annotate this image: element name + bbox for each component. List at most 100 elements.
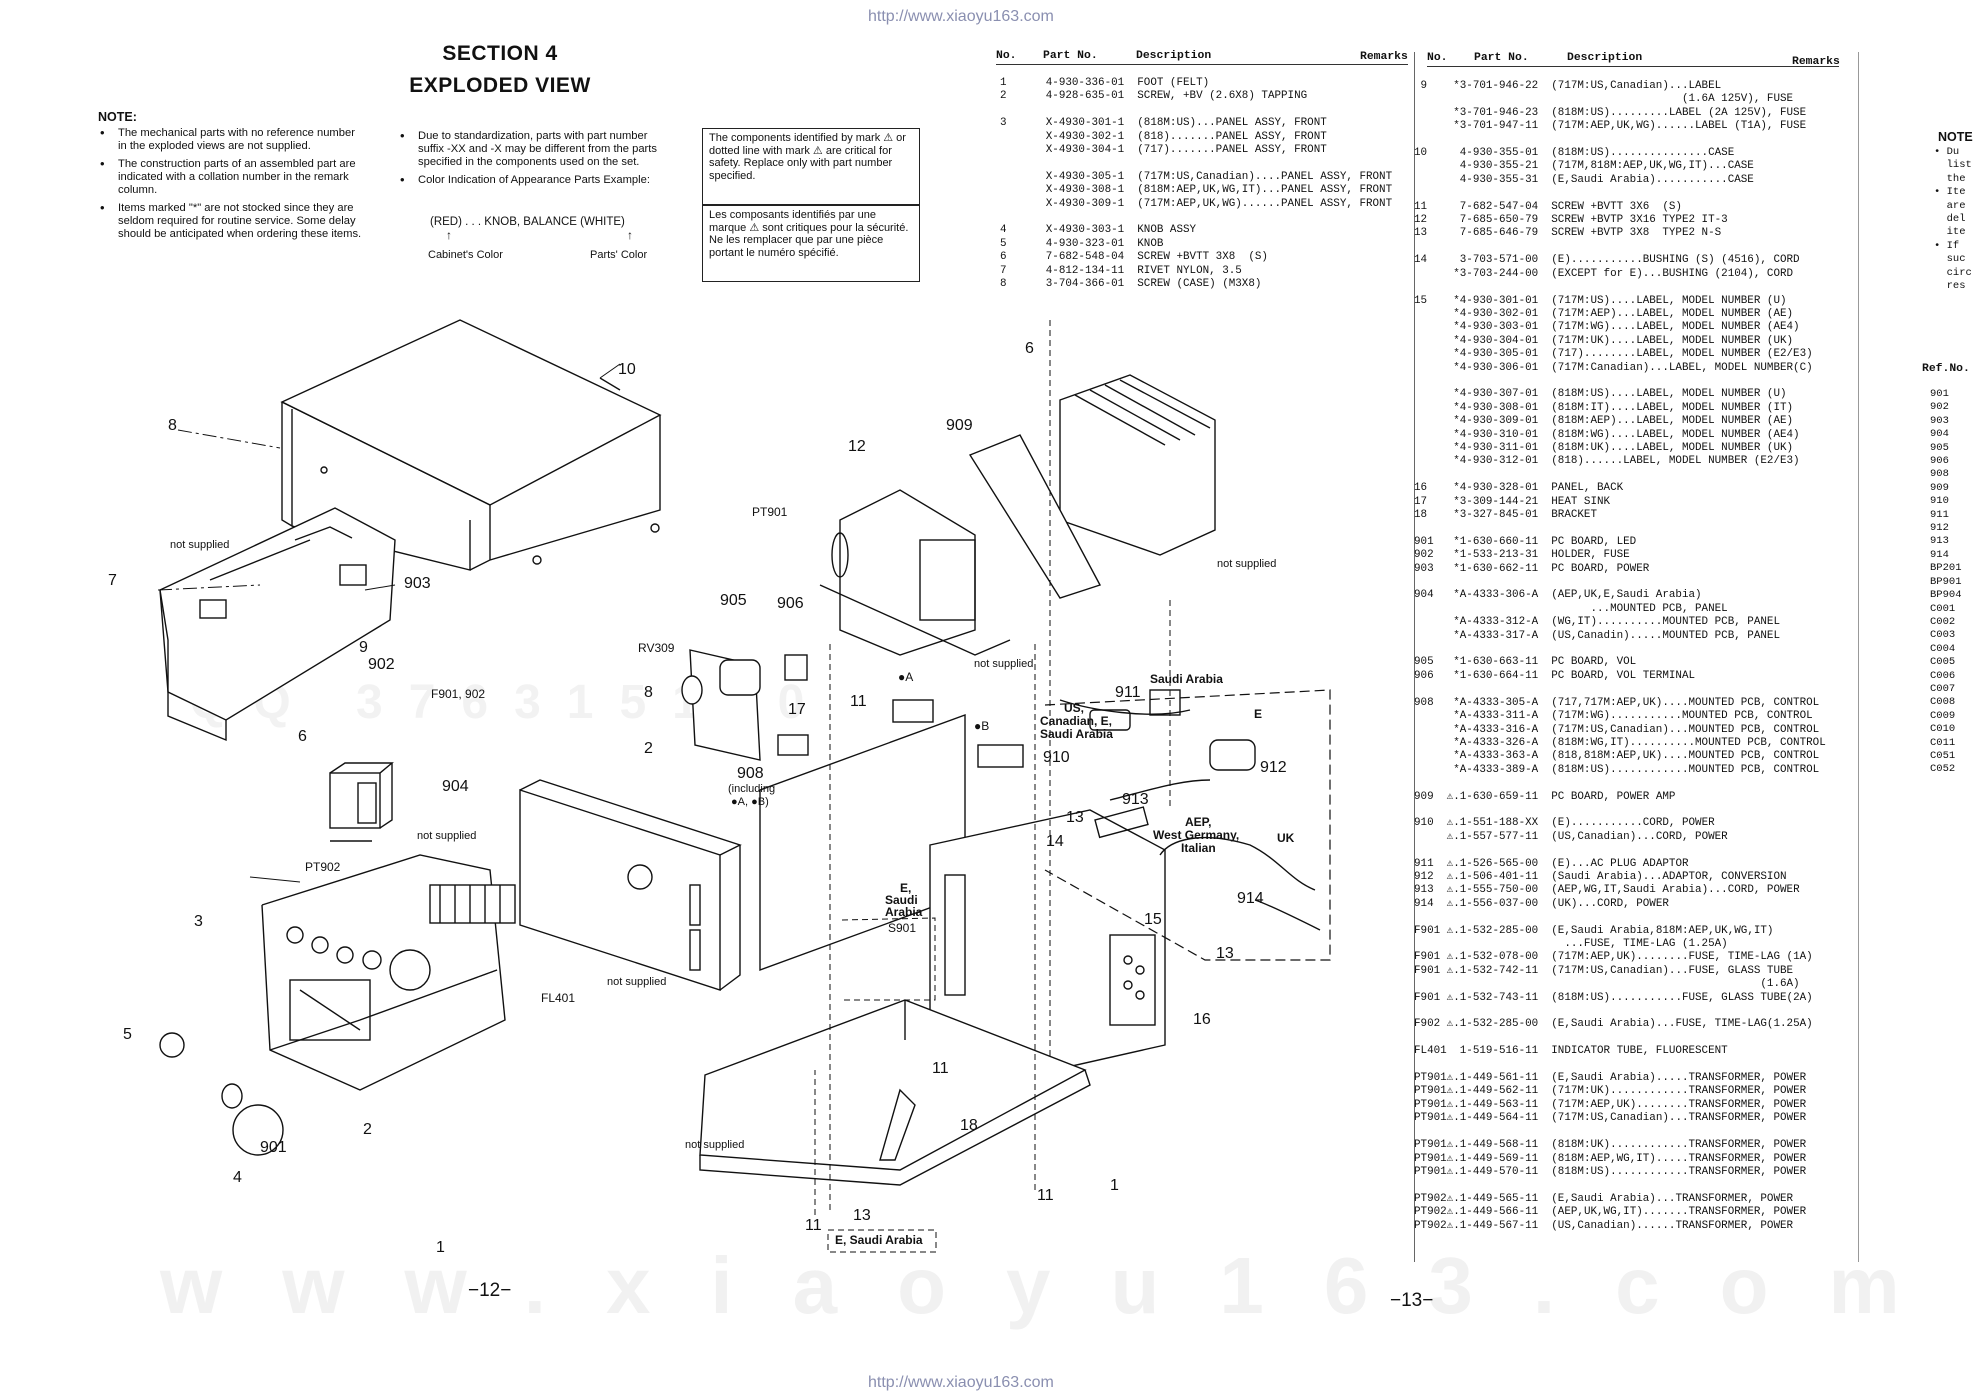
callout-3: 3 [194, 913, 203, 930]
next-page-ref-header: Ref.No. [1922, 363, 1970, 375]
next-page-ref: C004 [1930, 642, 1956, 655]
next-page-ref: 904 [1930, 428, 1949, 441]
parts-row: 909 ⚠.1-630-659-11 PC BOARD, POWER AMP [1414, 790, 1676, 803]
parts-color-label: Parts' Color [590, 249, 648, 261]
parts-row: *A-4333-316-A (717M:US,Canadian)...MOUNT… [1414, 723, 1820, 736]
parts-row [1414, 1179, 1854, 1192]
parts-row: X-4930-309-1 (717M:AEP,UK,WG)......PANEL… [1000, 197, 1393, 210]
parts-row: 914 ⚠.1-556-037-00 (UK)...CORD, POWER [1414, 897, 1669, 910]
parts-row: ...MOUNTED PCB, PANEL [1414, 602, 1728, 615]
notes-list-1: The mechanical parts with no reference n… [98, 126, 362, 246]
callout-11: 11 [850, 693, 867, 710]
region-uk: UK [1277, 831, 1295, 845]
footer-url[interactable]: http://www.xiaoyu163.com [868, 1374, 1054, 1391]
parts-row: *3-703-244-00 (EXCEPT for E)...BUSHING (… [1414, 267, 1794, 280]
callout-13c: 13 [853, 1207, 871, 1224]
parts-row: PT901⚠.1-449-562-11 (717M:UK)...........… [1414, 1085, 1807, 1098]
parts-row: 16 *4-930-328-01 PANEL, BACK [1414, 482, 1624, 495]
not-supplied-note: not supplied [685, 1139, 744, 1151]
callout-1: 1 [436, 1239, 445, 1256]
parts-row: 12 7-685-650-79 SCREW +BVTP 3X16 TYPE2 I… [1414, 214, 1728, 227]
callout-b: ●B [974, 719, 989, 733]
next-page-note-line: the [1934, 172, 1966, 185]
parts-row: *4-930-303-01 (717M:WG)....LABEL, MODEL … [1414, 321, 1800, 334]
callout-5: 5 [123, 1026, 132, 1043]
callout-909: 909 [946, 417, 973, 434]
notes-list-2: Due to standardization, parts with part … [398, 129, 660, 192]
parts-row [1414, 281, 1854, 294]
region-e: E [1254, 707, 1262, 721]
next-page-ref: 911 [1930, 508, 1949, 521]
next-page-ref: BP901 [1930, 575, 1962, 588]
next-page-ref: C051 [1930, 749, 1956, 762]
parts-row: 1 4-930-336-01 FOOT (FELT) [1000, 77, 1210, 89]
column-divider [1414, 52, 1415, 1262]
callout-fl401: FL401 [541, 991, 575, 1005]
bottom-chassis-part [699, 999, 1091, 1186]
note-label: NOTE: [98, 110, 137, 124]
power-board-part [159, 507, 396, 742]
parts-row: *A-4333-389-A (818M:US)............MOUNT… [1414, 763, 1820, 776]
parts-row: *4-930-311-01 (818M:UK)....LABEL, MODEL … [1414, 441, 1794, 454]
parts-row: 15 *4-930-301-01 (717M:US)....LABEL, MOD… [1414, 294, 1787, 307]
parts-row: *A-4333-317-A (US,Canadin).....MOUNTED P… [1414, 629, 1780, 642]
parts-row [1414, 241, 1854, 254]
parts-row: X-4930-304-1 (717).......PANEL ASSY, FRO… [1000, 144, 1327, 157]
next-page-ref: C005 [1930, 656, 1956, 669]
next-page-ref: C010 [1930, 723, 1956, 736]
callout-a: ●A [898, 670, 913, 684]
callout-902: 902 [368, 656, 395, 673]
parts-row: *4-930-310-01 (818M:WG)....LABEL, MODEL … [1414, 428, 1800, 441]
column-header-part-no: Part No. [1043, 50, 1098, 62]
parts-row: X-4930-302-1 (818).......PANEL ASSY, FRO… [1000, 130, 1327, 143]
parts-row [1414, 643, 1854, 656]
column-header-no: No. [996, 50, 1017, 62]
callout-8: 8 [168, 417, 177, 434]
parts-row: 904 *A-4333-306-A (AEP,UK,E,Saudi Arabia… [1414, 589, 1702, 602]
parts-row [1414, 683, 1854, 696]
next-page-ref: 905 [1930, 441, 1949, 454]
column-header-description: Description [1136, 50, 1212, 62]
region-e-saudi-bottom: E, Saudi Arabia [835, 1233, 923, 1247]
parts-row: *4-930-304-01 (717M:UK)....LABEL, MODEL … [1414, 334, 1794, 347]
parts-row: 3 X-4930-301-1 (818M:US)...PANEL ASSY, F… [1000, 117, 1327, 130]
parts-row [1000, 211, 1410, 224]
parts-row: 905 *1-630-663-11 PC BOARD, VOL [1414, 656, 1637, 669]
parts-row: *A-4333-311-A (717M:WG)...........MOUNTE… [1414, 710, 1813, 723]
next-page-ref: C008 [1930, 696, 1956, 709]
parts-row: *A-4333-363-A (818,818M:AEP,UK)....MOUNT… [1414, 750, 1820, 763]
region-us: US, [1064, 701, 1084, 715]
parts-row: *4-930-302-01 (717M:AEP)...LABEL, MODEL … [1414, 307, 1794, 320]
page-title: EXPLODED VIEW [409, 74, 591, 97]
parts-row [1414, 576, 1854, 589]
parts-row: PT901⚠.1-449-568-11 (818M:UK)...........… [1414, 1139, 1807, 1152]
parts-row: (1.6A 125V), FUSE [1414, 93, 1794, 106]
parts-row: 13 7-685-646-79 SCREW +BVTP 3X8 TYPE2 N-… [1414, 227, 1722, 240]
parts-row [1414, 804, 1854, 817]
callout-15: 15 [1144, 911, 1162, 928]
parts-row: 8 3-704-366-01 SCREW (CASE) (M3X8) [1000, 278, 1262, 291]
callout-903: 903 [404, 575, 431, 592]
callout-9: 9 [359, 639, 368, 656]
next-page-ref: C002 [1930, 615, 1956, 628]
parts-row [1000, 157, 1410, 170]
callout-6: 6 [298, 728, 307, 745]
parts-row: F901 ⚠.1-532-078-00 (717M:AEP,UK).......… [1414, 951, 1813, 964]
note-item: Due to standardization, parts with part … [398, 129, 660, 169]
callout-f901: F901, 902 [431, 687, 485, 701]
callout-13b: 13 [1216, 945, 1234, 962]
parts-row: F901 ⚠.1-532-742-11 (717M:US,Canadian)..… [1414, 964, 1794, 977]
watermark-bottom: www.xiaoyu163.com [160, 1241, 1960, 1330]
header-url[interactable]: http://www.xiaoyu163.com [868, 8, 1054, 25]
parts-row [1000, 104, 1410, 117]
region-saudi: Saudi Arabia [1150, 672, 1223, 686]
next-page-note-line: del [1934, 213, 1966, 226]
callout-13: 13 [1066, 809, 1084, 826]
region-aep: AEP, [1185, 815, 1211, 829]
parts-row: PT901⚠.1-449-569-11 (818M:AEP,WG,IT)....… [1414, 1152, 1807, 1165]
next-page-ref: C003 [1930, 629, 1956, 642]
parts-row: 901 *1-630-660-11 PC BOARD, LED [1414, 535, 1637, 548]
not-supplied-note: not supplied [607, 976, 666, 988]
